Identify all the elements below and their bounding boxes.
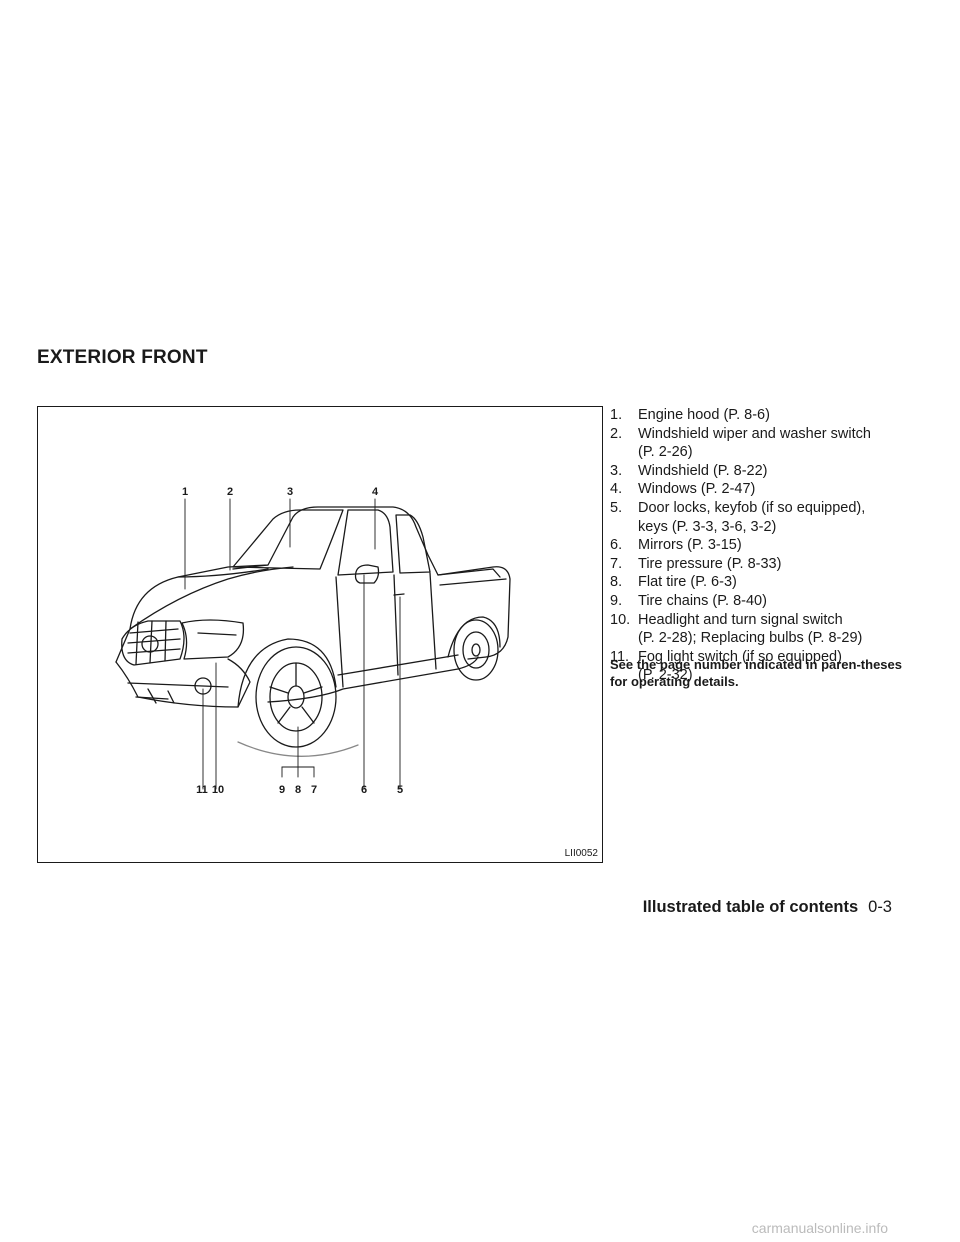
truck-body: [115, 506, 511, 663]
front-window: [337, 509, 394, 576]
callout-11: 11: [196, 784, 208, 796]
callout-4: 4: [372, 486, 379, 498]
watermark: carmanualsonline.info: [751, 1220, 888, 1236]
front-tire: [255, 646, 337, 748]
rear-window: [395, 514, 431, 574]
callout-3: 3: [287, 486, 293, 498]
callout-8: 8: [295, 784, 301, 796]
callout-legend: 1.Engine hood (P. 8-6) 2.Windshield wipe…: [610, 406, 910, 685]
callout-5: 5: [397, 784, 403, 796]
callout-9: 9: [279, 784, 285, 796]
mirror: [354, 564, 380, 584]
figure-code: LII0052: [564, 848, 598, 859]
list-item: 2.Windshield wiper and washer switch(P. …: [610, 425, 871, 461]
list-item: 1.Engine hood (P. 8-6): [610, 407, 770, 423]
list-item: 9.Tire chains (P. 8-40): [610, 592, 767, 609]
callout-1: 1: [182, 486, 188, 498]
windshield: [232, 509, 344, 570]
list-item: 11.Fog light switch (if so equipped)(P. …: [610, 648, 842, 684]
list-item: 10.Headlight and turn signal switch(P. 2…: [610, 611, 863, 647]
list-item: 7.Tire pressure (P. 8-33): [610, 555, 782, 572]
page-number: 0-3: [868, 898, 892, 916]
badge: [141, 635, 159, 653]
page-footer: Illustrated table of contents 0-3: [643, 898, 892, 917]
headlight: [181, 619, 245, 660]
rear-tire: [453, 619, 499, 681]
exterior-front-figure: 1 2 3 4 5 6 7 8 9 10 11 LII0052: [37, 406, 603, 863]
footer-section: Illustrated table of contents: [642, 898, 859, 916]
truck-illustration: 1 2 3 4 5 6 7 8 9 10 11: [115, 486, 511, 796]
bumper: [115, 658, 251, 708]
callout-6: 6: [361, 784, 367, 796]
grille: [121, 620, 185, 666]
callout-7: 7: [311, 784, 317, 796]
list-item: 8.Flat tire (P. 6-3): [610, 574, 737, 591]
list-item: 4.Windows (P. 2-47): [610, 481, 756, 498]
section-title: EXTERIOR FRONT: [37, 347, 208, 368]
list-item: 5.Door locks, keyfob (if so equipped),ke…: [610, 499, 866, 535]
callout-10: 10: [212, 784, 224, 796]
list-item: 3.Windshield (P. 8-22): [610, 462, 768, 479]
list-item: 6.Mirrors (P. 3-15): [610, 537, 742, 554]
callout-2: 2: [227, 486, 233, 498]
operating-details-note: See the page number indicated in paren-t…: [610, 657, 902, 689]
